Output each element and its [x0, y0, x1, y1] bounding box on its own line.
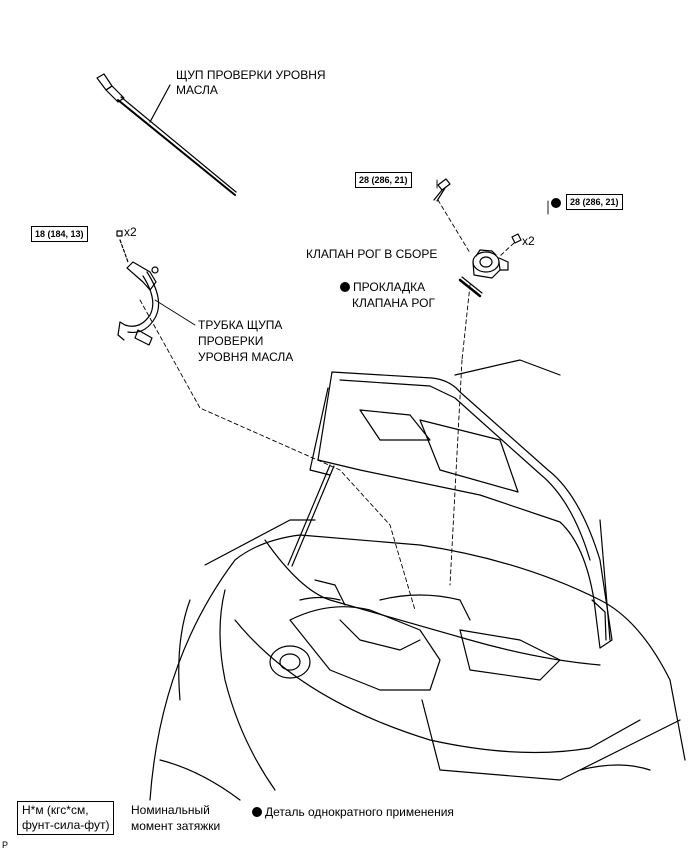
valve-bolt-quantity: x2	[522, 234, 535, 248]
dipstick-part	[96, 73, 237, 196]
torque-unit-line2: фунт-сила-фут)	[22, 818, 110, 832]
non-reusable-dot-icon	[551, 198, 561, 208]
dipstick-label-line2: МАСЛА	[176, 83, 218, 97]
torque-tube-bolt: 18 (184, 13)	[31, 226, 88, 242]
torque-valve-bolt-upper: 28 (286, 21)	[355, 172, 412, 188]
dipstick-tube-label-line1: ТРУБКА ЩУПА	[198, 318, 283, 332]
dipstick-label-line1: ЩУП ПРОВЕРКИ УРОВНЯ	[176, 68, 326, 82]
dipstick-tube-part	[116, 230, 160, 346]
dipstick-tube-label-line3: УРОВНЯ МАСЛА	[198, 350, 294, 364]
torque-unit-legend-box: Н*м (кгс*см, фунт-сила-фут)	[17, 801, 115, 835]
pcv-gasket-label-line2: КЛАПАНА РОГ	[352, 296, 435, 310]
non-reusable-legend-text: Деталь однократного применения	[265, 805, 454, 819]
vehicle-hood	[309, 359, 613, 649]
tube-bolt-quantity: x2	[124, 225, 137, 239]
corner-mark: P	[2, 840, 9, 850]
torque-unit-line1: Н*м (кгс*см,	[22, 803, 89, 817]
leader-lines	[154, 179, 549, 326]
pcv-gasket-label-line1: ПРОКЛАДКА	[340, 280, 425, 295]
torque-unit-desc-line2: момент затяжки	[131, 819, 221, 833]
non-reusable-dot-icon	[340, 282, 350, 292]
assembly-lines	[139, 199, 515, 611]
dipstick-tube-label-line2: ПРОВЕРКИ	[198, 334, 264, 348]
pcv-valve-label: КЛАПАН РОГ В СБОРЕ	[306, 247, 438, 261]
hood-struts	[287, 464, 611, 641]
pcv-gasket-label-text: ПРОКЛАДКА	[353, 280, 426, 294]
pcv-valve-part	[433, 178, 522, 298]
torque-valve-bolt-right: 28 (286, 21)	[566, 194, 623, 210]
non-reusable-dot-icon	[252, 807, 262, 817]
vehicle-body	[149, 519, 686, 801]
non-reusable-legend: Деталь однократного применения	[252, 805, 454, 820]
torque-unit-desc-line1: Номинальный	[131, 803, 210, 817]
